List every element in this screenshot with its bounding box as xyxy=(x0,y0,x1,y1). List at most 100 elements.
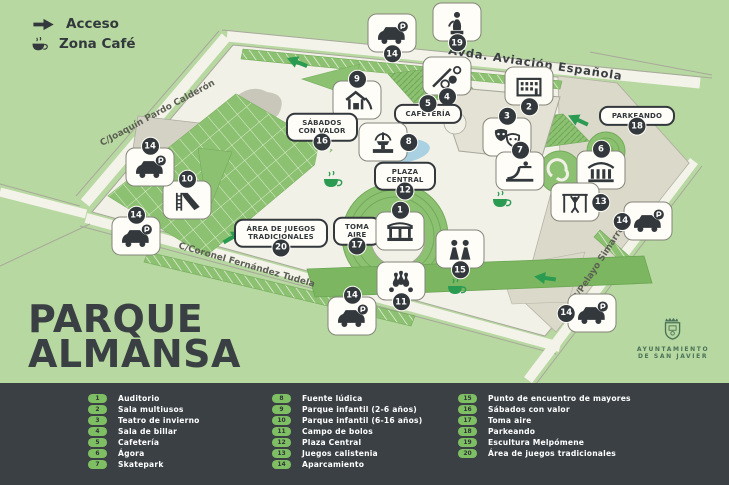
billiards-icon xyxy=(431,63,464,89)
marker-parque-infantil-6-16[interactable]: 10 xyxy=(162,169,212,220)
legend-number: 5 xyxy=(88,437,107,447)
marker-number: 2 xyxy=(519,97,539,117)
legend-label: Sábados con valor xyxy=(488,404,570,414)
legend-label: Auditorio xyxy=(118,393,160,403)
coffee-icon xyxy=(30,37,50,52)
marker-sala-multiusos[interactable]: 2 xyxy=(504,66,554,117)
marker-aparcamiento[interactable]: 14 xyxy=(556,293,617,333)
ayuntamiento-logo: AYUNTAMIENTO DE SAN JAVIER xyxy=(627,315,719,360)
legend-label: Juegos calistenia xyxy=(302,448,378,458)
slide-icon xyxy=(171,187,204,213)
legend-label: Parque infantil (2-6 años) xyxy=(302,404,417,414)
legend-number: 6 xyxy=(88,448,107,458)
marker-sala-billar[interactable]: 4 xyxy=(422,56,472,107)
marker-aparcamiento[interactable]: 14 xyxy=(327,285,377,336)
key-acceso-label: Acceso xyxy=(66,16,119,32)
marker-aparcamiento[interactable]: 14 xyxy=(125,136,175,187)
marker-auditorio[interactable]: 1 xyxy=(375,200,425,251)
legend-label: Skatepark xyxy=(118,459,164,469)
parking-car-icon xyxy=(120,223,153,249)
legend-label: Aparcamiento xyxy=(302,459,365,469)
map-label-text: PLAZA CENTRAL xyxy=(386,167,424,184)
marker-number: 17 xyxy=(347,236,367,256)
marker-number: 10 xyxy=(177,169,197,189)
key-zona-cafe-label: Zona Café xyxy=(59,36,136,52)
marker-aparcamiento[interactable]: 14 xyxy=(367,13,417,64)
legend-label: Área de juegos tradicionales xyxy=(488,448,617,458)
legend-label: Fuente lúdica xyxy=(302,393,363,403)
legend-number: 1 xyxy=(88,394,107,403)
marker-number: 12 xyxy=(395,181,415,201)
marker-number: 8 xyxy=(399,132,419,152)
map-label-text: TOMA AIRE xyxy=(345,222,369,239)
legend-number: 4 xyxy=(88,426,107,436)
map-label-text: PARKEANDO xyxy=(611,111,663,120)
legend-label: Punto de encuentro de mayores xyxy=(488,393,631,403)
legend-label: Escultura Melpómene xyxy=(488,437,585,447)
marker-number: 9 xyxy=(347,69,367,89)
legend-label: Sala multiusos xyxy=(118,404,184,414)
marker-number: 3 xyxy=(497,106,517,126)
key-acceso: Acceso xyxy=(30,16,136,32)
access-arrow-icon xyxy=(30,18,57,31)
marker-number: 14 xyxy=(612,211,632,231)
building-icon xyxy=(513,73,546,99)
parking-car-icon xyxy=(134,154,167,180)
marker-number: 16 xyxy=(312,132,332,152)
marker-number: 11 xyxy=(391,292,411,312)
marker-number: 14 xyxy=(382,44,402,64)
marker-number: 5 xyxy=(418,94,438,114)
marker-encuentro-mayores[interactable]: 15 xyxy=(435,229,485,280)
parking-car-icon xyxy=(376,20,409,46)
marker-calistenia[interactable]: 13 xyxy=(550,182,611,222)
fountain-icon xyxy=(367,129,400,155)
marker-campo-bolos[interactable]: 11 xyxy=(376,261,426,312)
legend-label: Plaza Central xyxy=(302,437,362,447)
legend-number: 3 xyxy=(88,415,107,425)
marker-aparcamiento[interactable]: 14 xyxy=(612,201,673,241)
marker-number: 14 xyxy=(140,136,160,156)
bowling-pins-icon xyxy=(385,268,418,294)
people-icon xyxy=(444,236,477,262)
marker-number: 7 xyxy=(510,140,530,160)
marker-aparcamiento[interactable]: 14 xyxy=(111,205,161,256)
statue-icon xyxy=(441,9,474,35)
marker-fuente-ludica[interactable]: 8 xyxy=(358,122,419,162)
marker-number: 20 xyxy=(271,238,291,258)
marker-skatepark[interactable]: 7 xyxy=(495,140,545,191)
legend-number: 16 xyxy=(458,404,477,414)
marker-number: 19 xyxy=(447,33,467,53)
park-title: PARQUE ALMANSA xyxy=(28,297,241,374)
marker-number: 14 xyxy=(126,205,146,225)
parking-car-icon xyxy=(632,208,665,234)
marker-parque-infantil-2-6[interactable]: 9 xyxy=(332,69,382,120)
map-key: Acceso Zona Café xyxy=(30,16,136,56)
map-label-text: ÁREA DE JUEGOS TRADICIONALES xyxy=(246,224,316,241)
pullup-bar-icon xyxy=(559,189,592,215)
legend-label: Parque infantil (6-16 años) xyxy=(302,415,423,425)
legend-number: 7 xyxy=(88,459,107,469)
park-title-line1: PARQUE xyxy=(28,297,204,341)
marker-escultura[interactable]: 19 xyxy=(432,2,482,53)
logo-text-line1: AYUNTAMIENTO xyxy=(636,346,710,353)
